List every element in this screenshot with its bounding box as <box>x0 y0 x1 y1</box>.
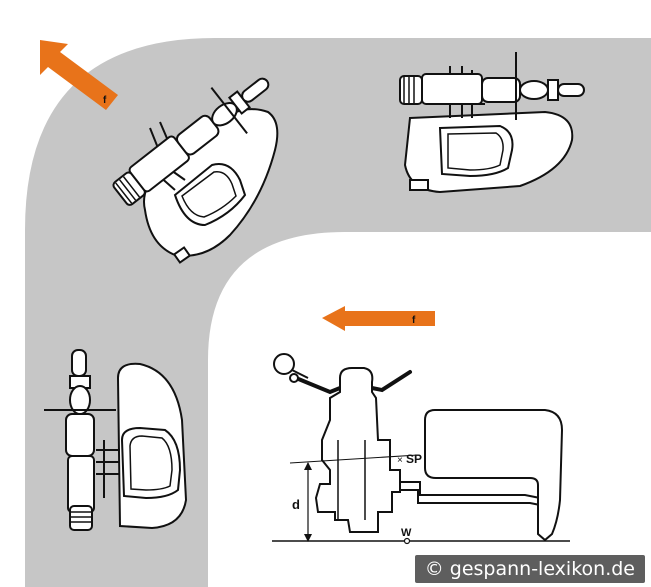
copyright-badge: © gespann-lexikon.de <box>414 555 645 583</box>
sidecar-seat-bend <box>173 163 247 227</box>
force-label-middle: f <box>412 315 416 326</box>
sidecar-seat-vertical <box>120 426 182 500</box>
motorcycle-front-silhouette <box>314 367 401 533</box>
height-label-d: d <box>292 497 300 512</box>
sidecar-rig-vertical <box>44 349 188 531</box>
center-of-gravity-marker: × <box>397 455 403 466</box>
force-arrow-middle-icon <box>322 306 435 331</box>
sidecar-side-body <box>424 409 564 542</box>
sidecar-rig-bend <box>112 77 279 264</box>
wheel-contact-point <box>403 537 411 545</box>
side-view: d × SP W <box>272 353 570 545</box>
wheel-point-label: W <box>401 527 412 539</box>
center-of-gravity-label: SP <box>406 452 422 466</box>
force-arrow-top-icon <box>40 40 118 110</box>
force-label-top: f <box>103 95 107 106</box>
sidecar-seat-straight <box>438 124 514 178</box>
sidecar-rig-straight <box>399 52 585 194</box>
